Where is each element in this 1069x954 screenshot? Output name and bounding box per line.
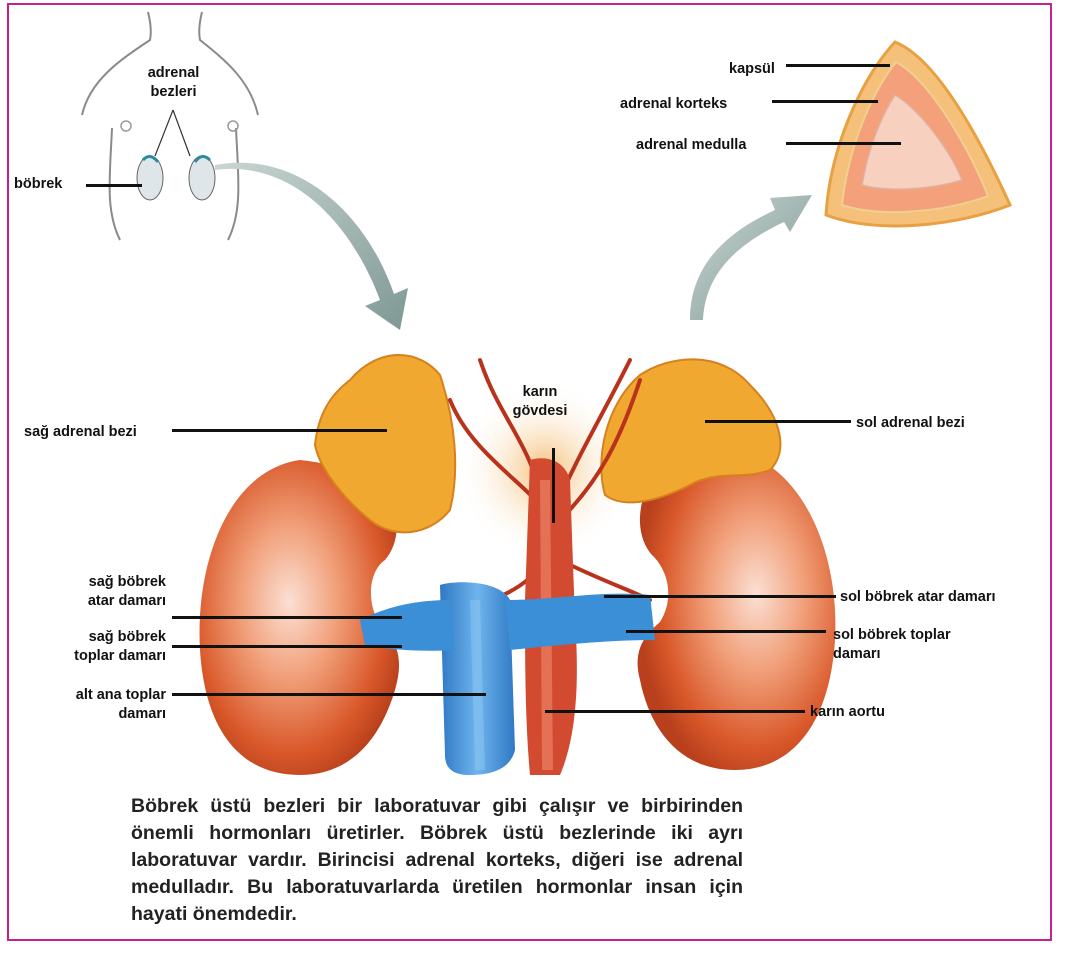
small-kidneys [137, 156, 215, 200]
label-sag-adrenal-bezi: sağ adrenal bezi [24, 423, 137, 442]
pointer-line [172, 645, 402, 648]
left-kidney [638, 450, 836, 770]
right-renal-vein [360, 600, 455, 651]
label-adrenal-bezleri: adrenal bezleri [136, 64, 211, 102]
pointer-line [552, 448, 555, 523]
pointer-line [172, 693, 486, 696]
label-sag-bobrek-atar: sağ böbrek atar damarı [40, 573, 166, 611]
curved-arrow-right [690, 195, 812, 320]
label-sag-bobrek-toplar: sağ böbrek toplar damarı [40, 628, 166, 666]
label-karin-aortu: karın aortu [810, 703, 885, 722]
curved-arrow-left [215, 163, 408, 330]
adrenal-cross-section [826, 42, 1010, 226]
pointer-line [604, 595, 836, 598]
label-sol-bobrek-toplar: sol böbrek toplar damarı [833, 626, 951, 664]
label-alt-ana-toplar: alt ana toplar damarı [40, 686, 166, 724]
pointer-line [786, 142, 901, 145]
pointer-line [172, 429, 387, 432]
label-sol-bobrek-atar: sol böbrek atar damarı [840, 588, 996, 607]
pointer-line [786, 64, 890, 67]
pointer-line [772, 100, 878, 103]
caption-text: Böbrek üstü bezleri bir laboratuvar gibi… [131, 793, 743, 928]
pointer-line [705, 420, 851, 423]
label-adrenal-medulla: adrenal medulla [636, 136, 746, 155]
left-renal-vein [505, 594, 655, 650]
label-kapsul: kapsül [729, 60, 775, 79]
label-karin-govdesi: karın gövdesi [500, 383, 580, 421]
body-outline [82, 12, 258, 240]
label-sol-adrenal-bezi: sol adrenal bezi [856, 414, 965, 433]
label-adrenal-korteks: adrenal korteks [620, 95, 727, 114]
pointer-line [545, 710, 805, 713]
pointer-line [86, 184, 142, 187]
label-bobrek: böbrek [14, 175, 62, 194]
pointer-line [626, 630, 826, 633]
pointer-line [172, 616, 402, 619]
